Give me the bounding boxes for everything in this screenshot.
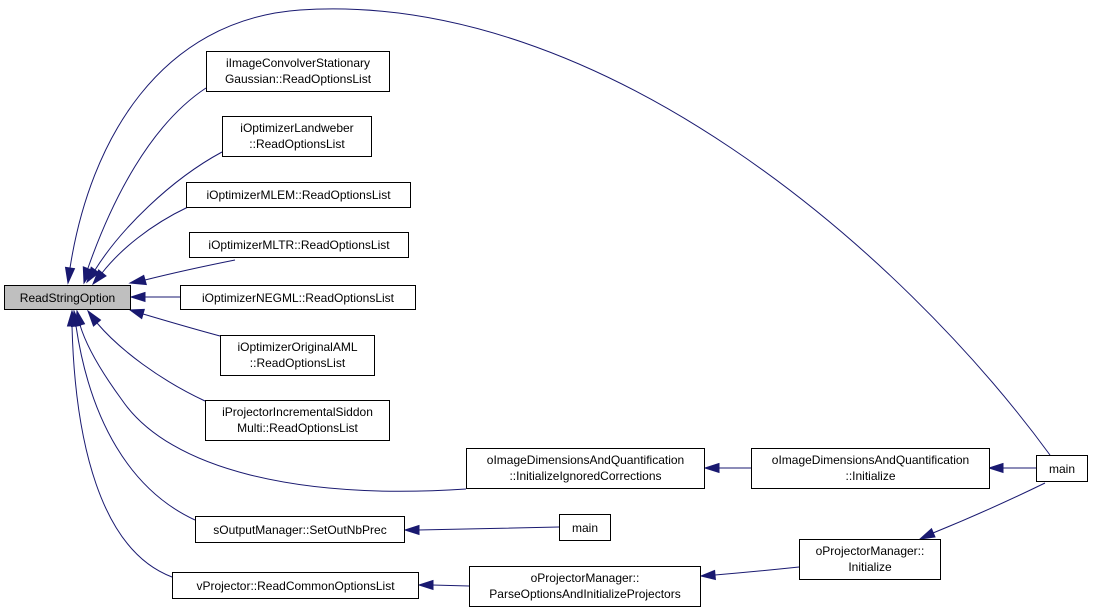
edge-main-right-to-root xyxy=(64,8,1051,456)
edge-aml-to-root xyxy=(128,308,221,337)
node-label: main xyxy=(572,521,598,535)
node-label: iOptimizerMLTR::ReadOptionsList xyxy=(208,238,390,252)
node-label: Multi::ReadOptionsList xyxy=(237,421,358,435)
edge-main-mid-to-setoutnbprec xyxy=(403,524,560,536)
node-main-right[interactable]: main xyxy=(1036,455,1088,482)
node-label: iOptimizerLandweber xyxy=(240,121,353,135)
node-projector-manager-initialize[interactable]: oProjectorManager:: Initialize xyxy=(799,539,941,580)
node-label: oProjectorManager:: xyxy=(531,571,640,585)
node-mlem-read-options[interactable]: iOptimizerMLEM::ReadOptionsList xyxy=(186,182,411,208)
node-aml-read-options[interactable]: iOptimizerOriginalAML ::ReadOptionsList xyxy=(220,335,375,376)
edge-common-to-root xyxy=(66,309,173,578)
edge-main-right-to-initialize-idq xyxy=(987,462,1036,474)
edge-projector-init-to-parse xyxy=(699,566,800,581)
node-label: Gaussian::ReadOptionsList xyxy=(225,72,372,86)
node-landweber-read-options[interactable]: iOptimizerLandweber ::ReadOptionsList xyxy=(222,116,372,157)
node-label: ParseOptionsAndInitializeProjectors xyxy=(489,587,680,601)
node-mltr-read-options[interactable]: iOptimizerMLTR::ReadOptionsList xyxy=(189,232,409,258)
node-label: oImageDimensionsAndQuantification xyxy=(487,453,684,467)
node-label: iOptimizerNEGML::ReadOptionsList xyxy=(202,291,395,305)
node-read-string-option[interactable]: ReadStringOption xyxy=(4,285,131,310)
node-label: iOptimizerOriginalAML xyxy=(237,340,357,354)
node-convolver-read-options[interactable]: iImageConvolverStationary Gaussian::Read… xyxy=(206,51,390,92)
node-parse-options-and-initialize-projectors[interactable]: oProjectorManager:: ParseOptionsAndIniti… xyxy=(469,566,701,607)
edge-setoutnbprec-to-root xyxy=(70,309,196,521)
node-idq-initialize[interactable]: oImageDimensionsAndQuantification ::Init… xyxy=(751,448,990,489)
node-initialize-ignored-corrections[interactable]: oImageDimensionsAndQuantification ::Init… xyxy=(466,448,705,489)
node-main-mid[interactable]: main xyxy=(559,514,611,541)
node-label: ::Initialize xyxy=(845,469,895,483)
node-label: vProjector::ReadCommonOptionsList xyxy=(196,579,395,593)
node-siddon-read-options[interactable]: iProjectorIncrementalSiddon Multi::ReadO… xyxy=(205,400,390,441)
node-label: oImageDimensionsAndQuantification xyxy=(772,453,969,467)
edge-mltr-to-root xyxy=(128,259,236,286)
node-label: Initialize xyxy=(848,560,892,574)
node-set-out-nb-prec[interactable]: sOutputManager::SetOutNbPrec xyxy=(195,516,405,543)
node-label: ::InitializeIgnoredCorrections xyxy=(509,469,661,483)
node-label: oProjectorManager:: xyxy=(816,544,925,558)
node-label: iProjectorIncrementalSiddon xyxy=(222,405,373,419)
node-label: ReadStringOption xyxy=(20,291,115,305)
node-read-common-options[interactable]: vProjector::ReadCommonOptionsList xyxy=(172,572,419,599)
edge-main-right-to-projector-init xyxy=(918,482,1046,540)
edge-landweber-to-root xyxy=(86,151,223,284)
function-nodes: ReadStringOption iImageConvolverStationa… xyxy=(4,51,1088,607)
node-label: iImageConvolverStationary xyxy=(226,56,370,70)
call-edges xyxy=(64,8,1051,591)
edge-parse-to-common xyxy=(417,579,470,591)
node-label: iOptimizerMLEM::ReadOptionsList xyxy=(206,188,391,202)
edge-initialize-idq-to-ignored xyxy=(703,462,751,474)
node-label: ::ReadOptionsList xyxy=(249,137,345,151)
edge-negml-to-root xyxy=(129,291,180,303)
edge-mlem-to-root xyxy=(91,206,189,286)
node-label: main xyxy=(1049,462,1075,476)
node-label: ::ReadOptionsList xyxy=(250,356,346,370)
edge-siddon-to-root xyxy=(86,309,206,402)
node-label: sOutputManager::SetOutNbPrec xyxy=(213,523,386,537)
node-negml-read-options[interactable]: iOptimizerNEGML::ReadOptionsList xyxy=(180,285,416,310)
